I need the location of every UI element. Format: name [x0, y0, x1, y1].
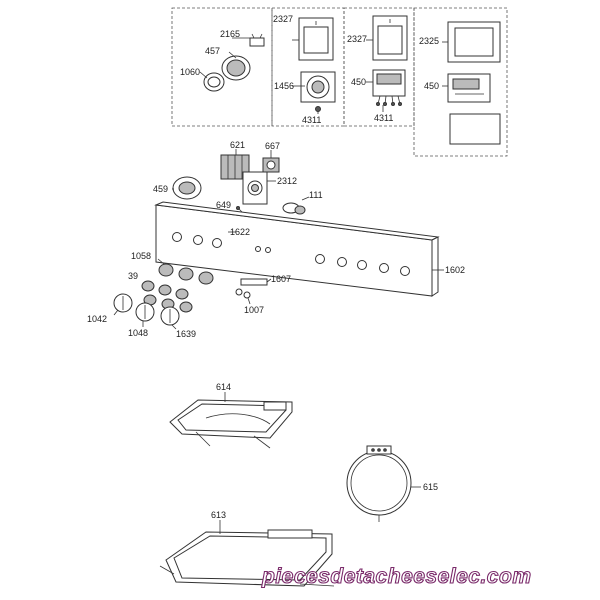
option-box-group	[171, 7, 508, 157]
label-615: 615	[423, 482, 438, 492]
label-1007: 1007	[244, 305, 264, 315]
label-2327-a: 2327	[273, 14, 293, 24]
knob-1042	[113, 293, 133, 313]
knob-1048	[135, 302, 155, 322]
lamp-holder-1007	[235, 288, 251, 305]
label-1060: 1060	[180, 67, 200, 77]
label-39: 39	[128, 271, 138, 281]
label-614: 614	[216, 382, 231, 392]
switch-667	[262, 157, 280, 173]
watermark-text: piecesdetacheeselec.com	[261, 565, 532, 588]
label-2325: 2325	[419, 36, 439, 46]
knob-assembly-457	[203, 33, 265, 92]
label-613: 613	[211, 510, 226, 520]
circular-element-615	[346, 445, 412, 522]
option-box-3	[343, 7, 415, 127]
switch-1607	[240, 278, 272, 286]
part-labels: 2165 457 1060 2327 1456 4311 2327 450 43…	[87, 14, 465, 520]
label-2312: 2312	[277, 176, 297, 186]
control-panel-1602	[154, 201, 440, 297]
lamp-111	[282, 202, 306, 215]
label-649: 649	[216, 200, 231, 210]
bottom-element-613	[159, 529, 335, 587]
label-459: 459	[153, 184, 168, 194]
option-box-4	[413, 7, 508, 157]
grill-element-614	[169, 399, 293, 449]
display-panel-2325	[447, 21, 501, 63]
display-panel-2327-b	[372, 15, 408, 61]
clock-module-1456	[300, 71, 336, 112]
label-457: 457	[205, 46, 220, 56]
label-111: 111	[309, 190, 323, 200]
label-450-b: 450	[424, 81, 439, 91]
option-box-1	[171, 7, 273, 127]
label-1048: 1048	[128, 328, 148, 338]
bracket-2312	[242, 171, 268, 205]
display-panel-2327-a	[298, 17, 334, 61]
label-2165: 2165	[220, 29, 240, 39]
label-1602: 1602	[445, 265, 465, 275]
label-1456: 1456	[274, 81, 294, 91]
display-glass	[449, 113, 501, 145]
label-621: 621	[230, 140, 245, 150]
bezel-rings-1058	[158, 263, 214, 285]
timer-module-450-a	[372, 69, 406, 106]
label-1639: 1639	[176, 329, 196, 339]
label-450-a: 450	[351, 77, 366, 87]
knob-1639	[160, 306, 180, 326]
label-1042: 1042	[87, 314, 107, 324]
label-1622: 1622	[230, 227, 250, 237]
thermostat-459	[172, 176, 202, 200]
label-1058: 1058	[131, 251, 151, 261]
label-1607: 1607	[271, 274, 291, 284]
label-4311-b: 4311	[374, 113, 393, 123]
timer-module-450-b	[447, 73, 491, 103]
label-2327-b: 2327	[347, 34, 367, 44]
label-667: 667	[265, 141, 280, 151]
label-4311-a: 4311	[302, 115, 321, 125]
